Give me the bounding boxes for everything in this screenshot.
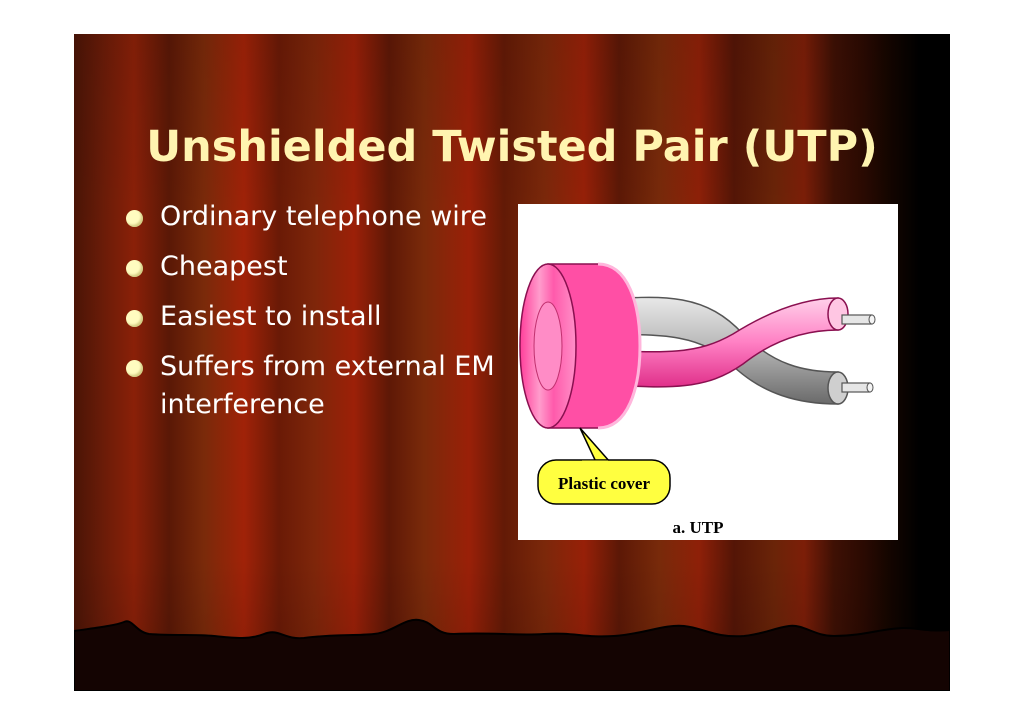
callout-pointer — [579, 427, 612, 463]
bullet-item: Suffers from external EM interference — [120, 348, 500, 424]
slide: Unshielded Twisted Pair (UTP) Ordinary t… — [74, 34, 950, 691]
slide-title: Unshielded Twisted Pair (UTP) — [146, 121, 878, 172]
bullet-item: Cheapest — [120, 248, 500, 286]
utp-cable-illustration: Plastic cover a. UTP — [519, 262, 876, 537]
callout-label: Plastic cover — [558, 474, 650, 493]
bullet-text: Cheapest — [160, 251, 288, 282]
callout-bubble — [537, 459, 671, 505]
bullet-item: Ordinary telephone wire — [120, 198, 500, 236]
pink-conductor — [841, 314, 873, 325]
utp-cable-figure: Plastic cover a. UTP — [518, 204, 898, 540]
figure-caption: a. UTP — [673, 518, 724, 537]
bullet-text: Ordinary telephone wire — [160, 201, 487, 232]
bullet-text: Easiest to install — [160, 301, 382, 332]
pink-wire-end — [827, 297, 849, 331]
bullet-item: Easiest to install — [120, 298, 500, 336]
gray-conductor — [841, 382, 871, 393]
bullet-dot-icon — [126, 260, 143, 277]
bullet-dot-icon — [126, 360, 143, 377]
curtain-hem-floor — [74, 618, 950, 691]
bullet-text: Suffers from external EM interference — [160, 351, 495, 420]
bullet-dot-icon — [126, 210, 143, 227]
bullet-dot-icon — [126, 310, 143, 327]
bullet-list: Ordinary telephone wire Cheapest Easiest… — [120, 198, 500, 436]
